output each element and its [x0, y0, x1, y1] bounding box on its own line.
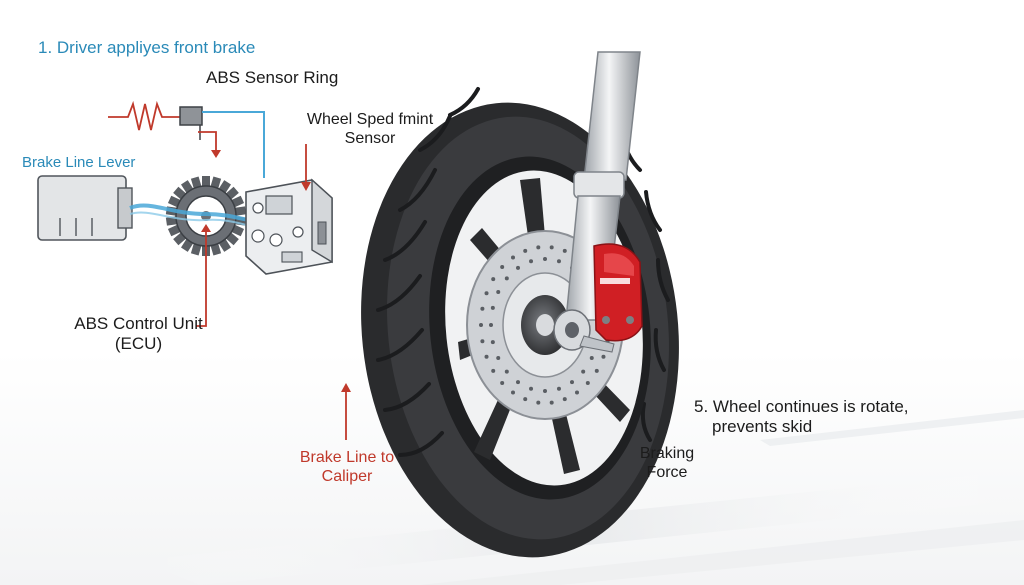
disc-hole [490, 305, 495, 310]
disc-hole [594, 368, 599, 373]
disc-hole [480, 339, 485, 344]
disc-hole [489, 323, 493, 327]
brake-caliper-icon [593, 243, 643, 342]
wheel-speed-sensor-label: Wheel Sped fmint Sensor [306, 111, 434, 148]
disc-hole [491, 368, 496, 373]
abs-sensor-icon [179, 106, 203, 140]
disc-hole [562, 248, 567, 253]
brake-line-lever-label: Brake Line Lever [22, 154, 136, 171]
motorcycle-wheel-icon [361, 87, 679, 558]
disc-hole [589, 356, 594, 360]
disc-hole [504, 369, 509, 374]
disc-hole [500, 265, 505, 270]
disc-hole [491, 277, 496, 282]
abs-control-unit-label: ABS Control Unit (ECU) [74, 314, 203, 354]
disc-hole [543, 389, 547, 393]
disc-hole [585, 380, 590, 385]
disc-hole [549, 245, 554, 250]
disc-hole [543, 257, 547, 261]
disc-hole [484, 354, 489, 359]
disc-hole [601, 354, 606, 359]
disc-hole [575, 390, 579, 395]
disc-hole [562, 397, 567, 402]
disc-hole [556, 386, 561, 391]
disc-hole [504, 276, 509, 281]
step-1-label: 1. Driver appliyes front brake [38, 38, 256, 57]
disc-hole [480, 306, 485, 311]
disc-hole [523, 248, 528, 253]
disc-hole [511, 255, 515, 260]
disc-hole [570, 380, 574, 385]
brake-line-caliper-label: Brake Line to Caliper [299, 449, 395, 486]
disc-hole [536, 245, 541, 250]
step-5-line-1: 5. Wheel continues is rotate, [694, 397, 909, 416]
disc-hole [523, 397, 528, 402]
ecu-module-icon [245, 178, 333, 275]
disc-hole [581, 369, 586, 374]
disc-hole [500, 380, 505, 385]
disc-hole [490, 340, 495, 345]
disc-hole [496, 356, 501, 360]
step-5-line-2: prevents skid [712, 417, 813, 437]
disc-hole [536, 400, 541, 405]
disc-hole [556, 259, 561, 264]
disc-hole [496, 290, 501, 294]
sensor-signal-icon [108, 100, 182, 131]
disc-hole [529, 259, 534, 264]
brake-lever-icon [37, 175, 133, 241]
braking-force-label: Braking Force [639, 445, 695, 482]
step-5-label: 5. Wheel continues is rotate, prevents s… [694, 397, 964, 438]
disc-hole [549, 400, 554, 405]
disc-hole [479, 323, 483, 327]
disc-hole [516, 265, 520, 270]
abs-sensor-ring-label: ABS Sensor Ring [206, 68, 339, 87]
disc-hole [511, 390, 515, 395]
tire-tread [376, 87, 670, 457]
gear-tooth [202, 176, 210, 188]
disc-hole [484, 291, 489, 296]
disc-hole [516, 380, 520, 385]
disc-hole [529, 386, 534, 391]
